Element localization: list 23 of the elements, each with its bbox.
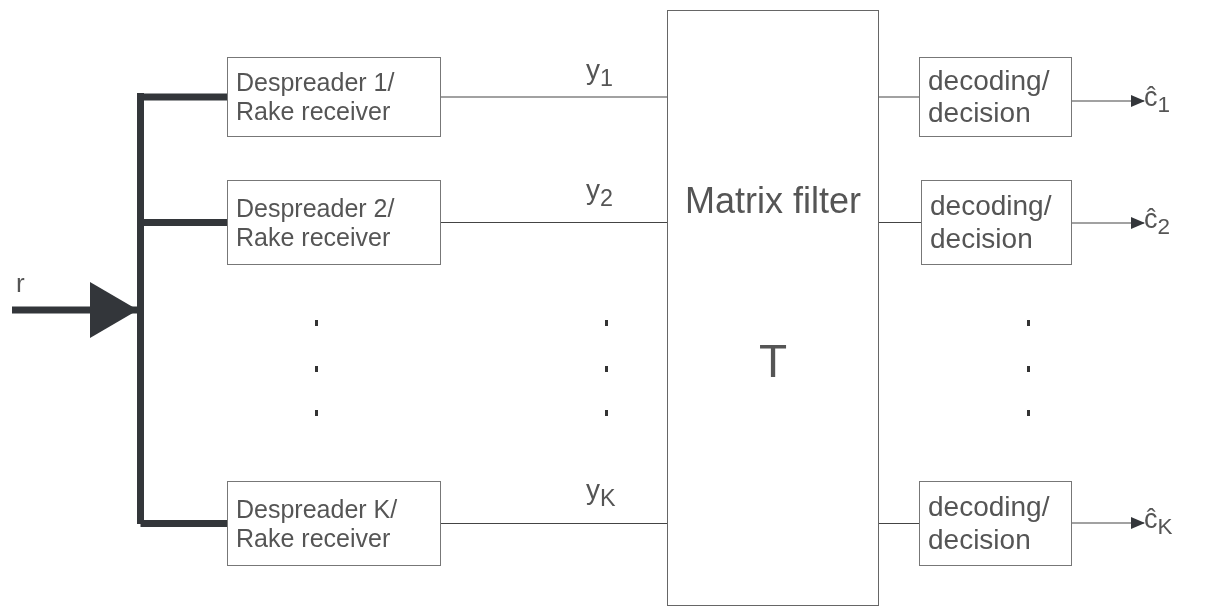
block-title: Matrix filter [684,181,862,221]
connector-line [878,96,920,98]
connector-line [440,522,668,525]
connector-line [878,522,920,525]
connector-line [140,520,227,527]
process-box: Despreader K/ Rake receiver [227,481,441,566]
arrow [1071,95,1145,107]
output-symbol: ĉ$_{1}$ [1144,84,1170,117]
output-symbol: ĉ$_{2}$ [1144,206,1170,239]
connector-line [440,221,668,224]
process-box: decoding/ decision [919,57,1072,137]
bus-bar [137,93,144,524]
process-box: decoding/ decision [921,180,1072,265]
matrix-symbol: T [757,336,789,387]
connector-line [440,96,668,98]
process-box: Despreader 1/ Rake receiver [227,57,441,137]
connector-line [878,221,922,224]
arrow [1071,217,1145,229]
process-box: Despreader 2/ Rake receiver [227,180,441,265]
arrow [1071,517,1145,529]
process-box: decoding/ decision [919,481,1072,566]
output-symbol: ĉ$_{K}$ [1144,506,1173,539]
matrix-filter-block [667,10,879,606]
